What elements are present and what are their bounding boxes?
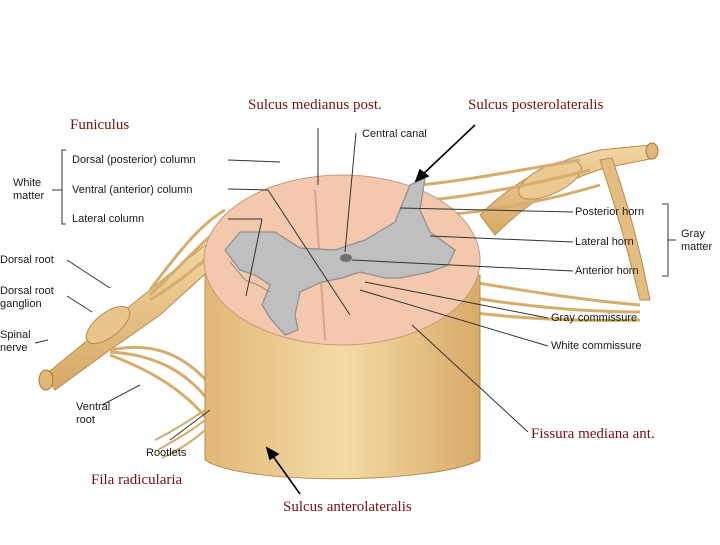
label-sulcus-medianus-post: Sulcus medianus post. — [248, 97, 382, 114]
left-nerve-group — [39, 210, 230, 420]
label-ventral-column: Ventral (anterior) column — [72, 184, 192, 197]
label-sulcus-posterolateralis: Sulcus posterolateralis — [468, 97, 603, 114]
label-central-canal: Central canal — [362, 128, 427, 141]
label-sulcus-anterolateralis: Sulcus anterolateralis — [283, 499, 412, 516]
label-lateral-horn: Lateral horn — [575, 236, 634, 249]
label-white-commissure: White commissure — [551, 340, 641, 353]
label-lateral-column: Lateral column — [72, 213, 144, 226]
label-dorsal-column: Dorsal (posterior) column — [72, 154, 195, 167]
label-white-matter: White matter — [13, 177, 44, 203]
label-funiculus: Funiculus — [70, 117, 129, 134]
label-gray-commissure: Gray commissure — [551, 312, 637, 325]
label-posterior-horn: Posterior horn — [575, 206, 644, 219]
label-rootlets: Rootlets — [146, 447, 186, 460]
label-dorsal-root: Dorsal root — [0, 254, 54, 267]
label-anterior-horn: Anterior horn — [575, 265, 639, 278]
label-dorsal-root-ganglion: Dorsal root ganglion — [0, 285, 54, 311]
label-gray-matter: Gray matter — [681, 228, 712, 254]
label-ventral-root: Ventral root — [76, 401, 110, 427]
label-fissura-mediana-ant: Fissura mediana ant. — [531, 426, 655, 443]
label-spinal-nerve: Spinal nerve — [0, 329, 31, 355]
label-fila-radicularia: Fila radicularia — [91, 472, 182, 489]
